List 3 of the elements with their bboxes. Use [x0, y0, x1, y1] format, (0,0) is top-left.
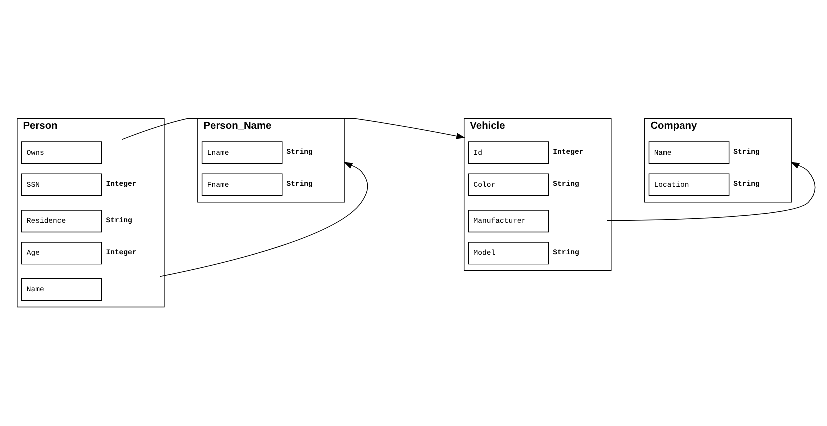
arrow — [606, 162, 816, 222]
arrow — [160, 162, 368, 278]
arrow — [122, 118, 466, 140]
